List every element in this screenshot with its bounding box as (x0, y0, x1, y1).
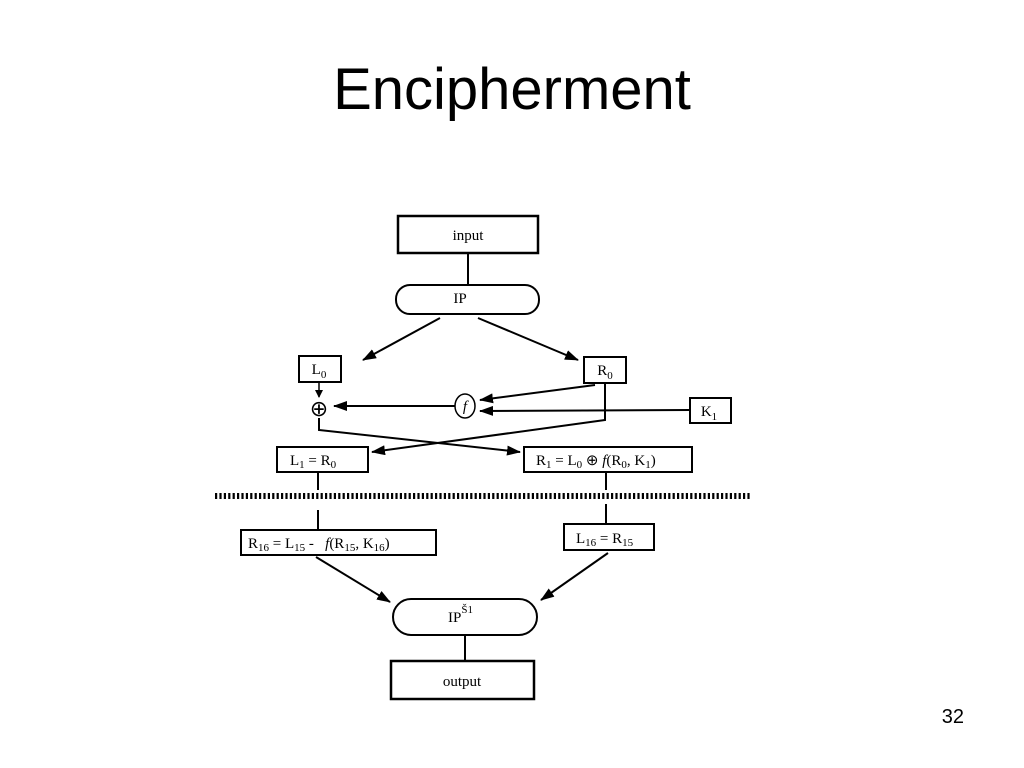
l1-box: L1 = R0 (276, 446, 369, 473)
page-number: 32 (941, 706, 964, 728)
ip-inverse-box: IPŠ1 (392, 598, 538, 636)
ip-to-r0-arrow (477, 317, 579, 361)
input-box: input (396, 214, 540, 255)
r16-equation: R16 = L15 - f(R15, K16) (248, 536, 390, 554)
slide-title: Encipherment (333, 57, 691, 122)
xor-symbol: ⊕ (310, 396, 328, 421)
r0-to-l1-arrow (371, 383, 606, 456)
output-box: output (389, 659, 536, 701)
r0-label: R0 (597, 363, 613, 382)
l16-equation: L16 = R15 (576, 531, 634, 549)
k1-box: K1 (689, 397, 732, 424)
ip-inverse-label: IPŠ1 (448, 604, 473, 626)
output-label: output (443, 674, 482, 690)
r16-to-ipinv-arrow (315, 556, 391, 603)
k1-label: K1 (701, 404, 717, 423)
l1-equation: L1 = R0 (290, 453, 337, 471)
l0-label: L0 (312, 362, 327, 381)
r0-to-f-arrow (479, 384, 596, 404)
r0-box: R0 (583, 356, 627, 384)
f-function-node: f (454, 393, 476, 419)
xor-node: ⊕ (310, 396, 328, 421)
ip-label: IP (453, 291, 466, 307)
l16-box: L16 = R15 (563, 523, 655, 551)
ip-to-l0-arrow (362, 317, 441, 361)
k1-to-f-arrow (479, 405, 691, 416)
f-label: f (463, 399, 469, 415)
l16-to-ipinv-arrow (540, 552, 609, 601)
input-label: input (453, 228, 485, 244)
r1-box: R1 = L0 ⊕ f(R0, K1) (523, 446, 693, 473)
xor-to-r1-arrow (318, 418, 521, 456)
l0-box: L0 (298, 355, 342, 383)
r1-equation: R1 = L0 ⊕ f(R0, K1) (536, 453, 656, 471)
ip-box: IP (395, 284, 540, 315)
r16-box: R16 = L15 - f(R15, K16) (240, 529, 437, 556)
